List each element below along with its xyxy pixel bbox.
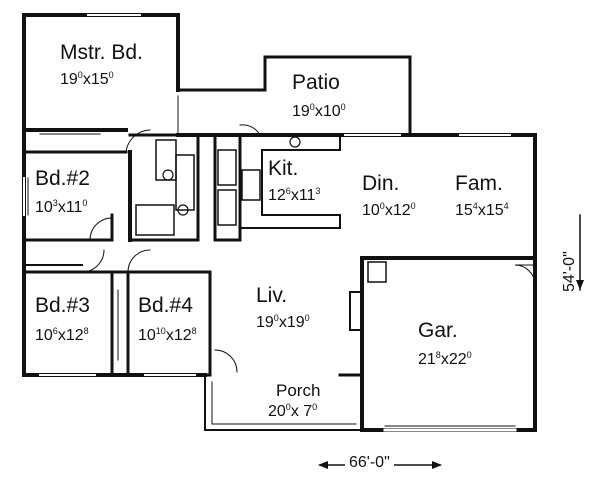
wall-garage [360,256,537,432]
arrow-width-head-left [318,461,328,469]
room-dim-fam: 154x154 [455,201,509,219]
room-dim-gar: 218x220 [418,350,472,368]
door-master [125,129,151,153]
room-dim-master: 190x150 [60,70,114,88]
door-bd2 [89,217,113,241]
range [241,169,261,201]
room-name-gar: Gar. [418,319,458,342]
room-dim-liv: 190x190 [256,313,310,331]
arrow-width-head-right [432,461,442,469]
door-bd3 [81,249,105,273]
room-dim-bd2: 103x110 [35,198,88,216]
kitchen-counter [239,134,341,229]
dimension-width: 66'-0" [345,455,394,471]
room-dim-din: 100x120 [362,201,416,219]
dryer [217,189,237,226]
room-name-liv: Liv. [256,284,288,307]
toilet-1 [162,169,174,181]
room-name-bd4: Bd.#4 [138,294,193,317]
door-bd4 [127,249,151,273]
room-name-bd2: Bd.#2 [35,167,90,190]
dimension-depth: 54'-0" [561,251,578,292]
porch-outline [204,374,363,431]
wall-bd2 [22,213,114,242]
arrow-depth-head [576,280,584,290]
wall-bath-core [128,133,200,242]
water-heater [367,261,387,283]
room-name-porch: Porch [276,381,321,400]
wall-bd-divider [110,270,130,377]
wall-patio [176,55,412,137]
room-name-patio: Patio [292,71,340,94]
wall-laundry [213,133,242,242]
sink [289,136,301,148]
wall-living [203,348,364,377]
wall-master-outer [22,13,180,377]
fireplace [349,291,363,331]
room-dim-patio: 190x100 [292,102,346,120]
room-name-bd3: Bd.#3 [35,294,90,317]
vanity-2 [175,154,195,211]
room-dim-porch: 200x 70 [268,402,318,420]
room-dim-bd4: 1010x128 [138,326,197,344]
room-dim-bd3: 106x128 [35,326,89,344]
room-name-din: Din. [362,172,400,195]
room-name-kit: Kit. [268,157,299,180]
room-name-master: Mstr. Bd. [60,41,143,64]
door-front [214,349,238,373]
door-patio [239,124,261,136]
door-garage [514,264,536,286]
tub [135,204,175,236]
toilet-2 [177,204,189,216]
washer [217,149,237,186]
room-dim-kit: 126x113 [268,186,321,204]
porch-inner [211,381,357,425]
room-name-fam: Fam. [455,172,503,195]
